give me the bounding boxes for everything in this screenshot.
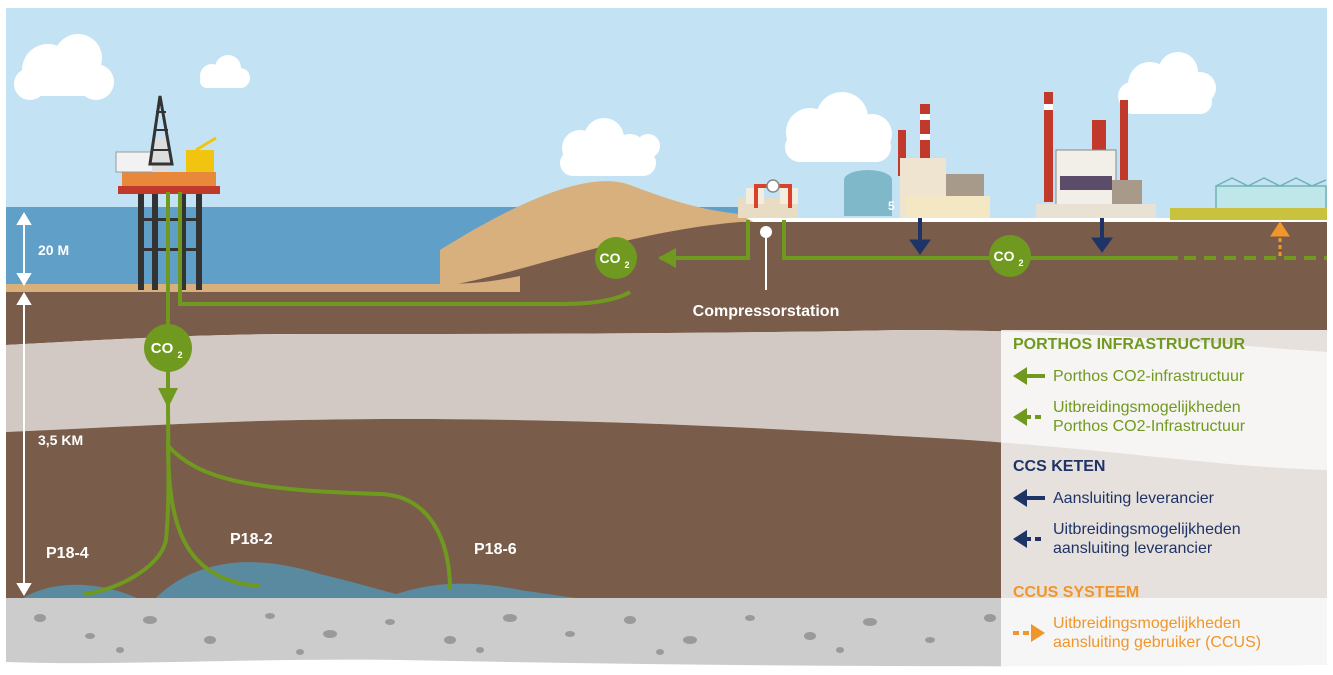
co2-badge-text: CO: [151, 340, 174, 357]
legend-line: Uitbreidingsmogelijkheden: [1053, 615, 1241, 632]
bedrock-pebbles: [34, 613, 996, 655]
field-label-p18-6: P18-6: [474, 541, 517, 558]
depth-arrow-sea: [16, 212, 32, 286]
pipeline-arrow-icon: [658, 248, 676, 268]
factory-left: 5: [844, 104, 990, 218]
legend-text: Uitbreidingsmogelijkheden aansluiting lev…: [1053, 520, 1241, 558]
cloud-icon: [560, 118, 660, 176]
co2-badge: CO 2: [144, 324, 192, 372]
legend-line: aansluiting leverancier: [1053, 540, 1213, 557]
legend-text: Aansluiting leverancier: [1053, 489, 1214, 507]
legend-text: Uitbreidingsmogelijkheden aansluiting geb…: [1053, 614, 1261, 652]
reservoir-p18-6: [380, 583, 610, 602]
compressor-station-building: [738, 179, 798, 218]
solid-left-arrow-icon: [1013, 489, 1045, 507]
compressor-label: Compressorstation: [693, 303, 840, 320]
factory-number: 5: [888, 199, 895, 213]
porthos-pipeline: [83, 192, 1178, 596]
cloud-icon: [1118, 52, 1216, 114]
co2-badge-sub: 2: [1018, 258, 1023, 268]
legend-line: Uitbreidingsmogelijkheden: [1053, 521, 1241, 538]
co2-badge: CO 2: [595, 237, 637, 279]
co2-badge: CO 2: [989, 235, 1031, 277]
dashed-left-arrow-icon: [1013, 408, 1045, 426]
depth-arrow-deep: [16, 292, 32, 596]
factory-right: [1036, 92, 1156, 218]
bedrock: [6, 598, 1327, 667]
caprock-layer: [6, 330, 1327, 470]
compressor-pin-icon: [760, 226, 772, 290]
legend-title-porthos: PORTHOS INFRASTRUCTUUR: [1013, 336, 1245, 353]
dashed-right-arrow-icon: [1013, 624, 1045, 642]
legend-item-ccs-solid: Aansluiting leverancier: [1011, 486, 1214, 510]
cloud-icon: [200, 55, 250, 88]
legend-line: Porthos CO2-Infrastructuur: [1053, 418, 1246, 435]
seabed: [6, 276, 520, 292]
earth-deep: [6, 418, 1327, 600]
field-label-p18-2: P18-2: [230, 531, 273, 548]
depth-label-sea: 20 M: [38, 242, 69, 258]
ccus-arrow-icon: [1270, 221, 1290, 256]
cloud-icon: [14, 34, 114, 100]
legend-item-porthos-solid: Porthos CO2-infrastructuur: [1011, 364, 1244, 388]
cloud-icon: [785, 92, 892, 162]
legend-title-ccs: CCS KETEN: [1013, 458, 1106, 475]
legend: PORTHOS INFRASTRUCTUUR Porthos CO2-infra…: [1001, 330, 1327, 670]
pipeline-down-arrow-icon: [158, 388, 178, 408]
dashed-left-arrow-icon: [1013, 530, 1045, 548]
legend-title-ccus: CCUS SYSTEEM: [1013, 584, 1140, 601]
legend-item-ccs-dashed: Uitbreidingsmogelijkheden aansluiting lev…: [1011, 520, 1241, 558]
legend-line: aansluiting gebruiker (CCUS): [1053, 634, 1262, 651]
co2-badge-text: CO: [600, 250, 621, 266]
co2-badge-text: CO: [994, 248, 1015, 264]
co2-badge-sub: 2: [177, 350, 182, 360]
greenhouse: [1170, 177, 1327, 220]
field-label-p18-4: P18-4: [46, 545, 89, 562]
legend-item-ccus-dashed: Uitbreidingsmogelijkheden aansluiting geb…: [1011, 614, 1261, 652]
legend-line: Uitbreidingsmogelijkheden: [1053, 399, 1241, 416]
solid-left-arrow-icon: [1013, 367, 1045, 385]
co2-badge-sub: 2: [624, 260, 629, 270]
depth-label-deep: 3,5 KM: [38, 432, 83, 448]
supplier-arrow-icon: [909, 218, 1113, 255]
legend-text: Porthos CO2-infrastructuur: [1053, 367, 1245, 385]
